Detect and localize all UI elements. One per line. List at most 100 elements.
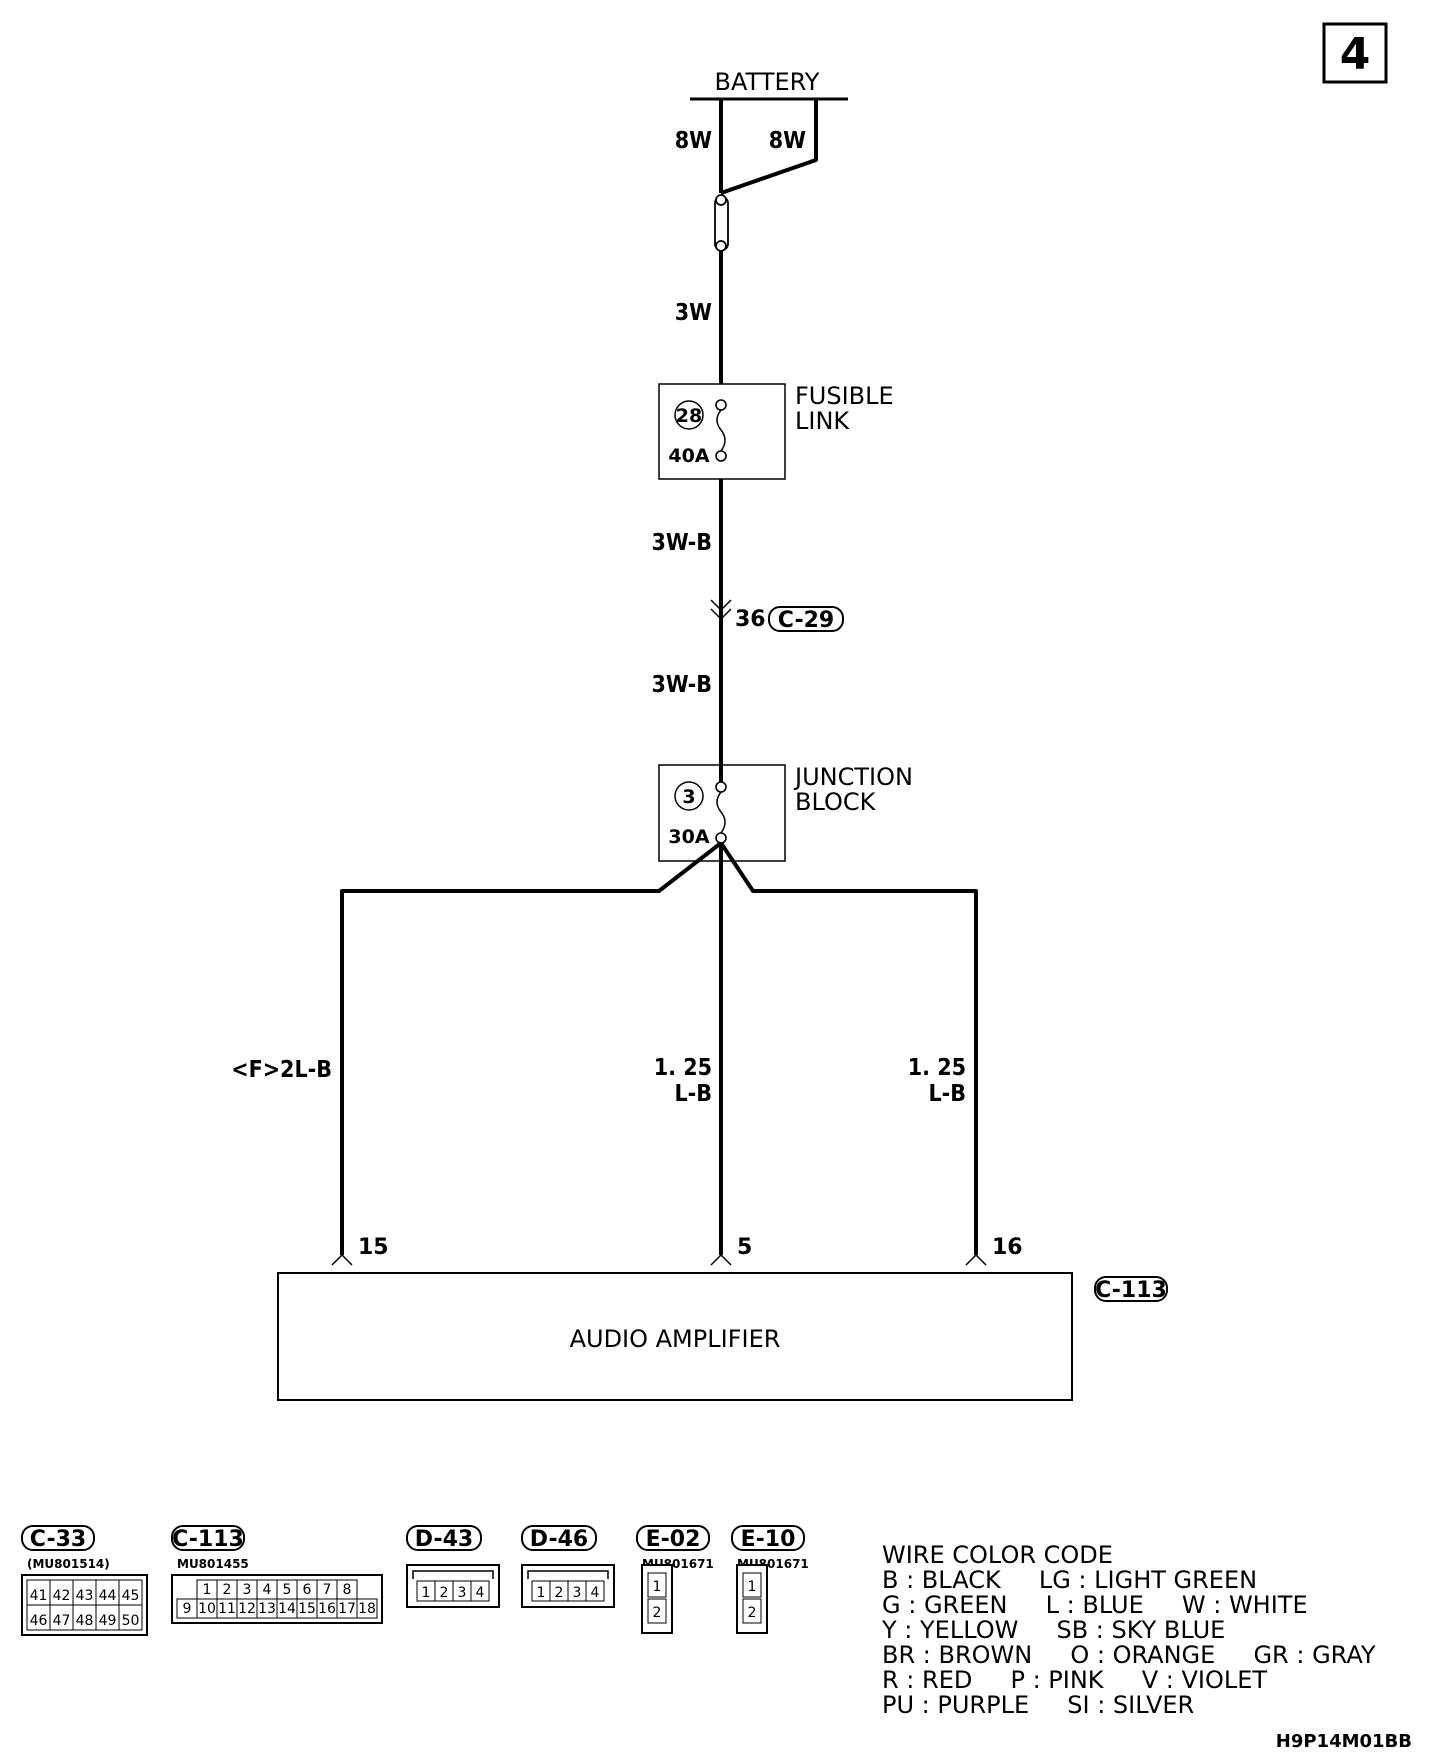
wire-color-code-line-2: G : GREEN L : BLUE W : WHITE	[882, 1591, 1308, 1619]
connector-c-33-name: C-33	[30, 1527, 86, 1552]
battery-wire-left-label: 8W	[675, 128, 712, 154]
connector-e-02-pin-label: 2	[653, 1605, 662, 1621]
connector-c-113-pin-label: 9	[183, 1601, 192, 1617]
branch-right-wire-label-1: 1. 25	[908, 1055, 966, 1081]
connector-c-33-pin-label: 43	[76, 1588, 94, 1604]
connector-c-113-pin-label: 5	[283, 1582, 292, 1598]
wire-color-code-line-1: B : BLACK LG : LIGHT GREEN	[882, 1566, 1257, 1594]
connector-e-10-name: E-10	[741, 1527, 796, 1552]
wire-color-code-line-6: PU : PURPLE SI : SILVER	[882, 1691, 1194, 1719]
connector-c-113-pin-label: 18	[358, 1601, 376, 1617]
connector-c-113-pin-label: 15	[298, 1601, 316, 1617]
connector-d-46-pin-label: 3	[573, 1585, 582, 1601]
amplifier-connector-tag	[1094, 1276, 1168, 1302]
wire-3w-label: 3W	[675, 300, 712, 326]
fusible-link-bottom-node	[715, 450, 727, 462]
pin-16-label: 16	[992, 1235, 1023, 1260]
connector-c-33-pin-label: 50	[122, 1613, 140, 1629]
inline-connector-pin: 36	[735, 607, 766, 632]
junction-block-bottom-node	[715, 832, 727, 844]
connector-e-02-pin-cell	[647, 1572, 667, 1598]
figure-code: H9P14M01BB	[1276, 1731, 1412, 1752]
wire-color-code-line-3: Y : YELLOW SB : SKY BLUE	[881, 1616, 1225, 1644]
connector-c-33-pin-label: 47	[53, 1613, 71, 1629]
pin-15-label: 15	[358, 1235, 389, 1260]
junction-block-label-1: JUNCTION	[793, 763, 913, 791]
fusible-link-number-circle	[674, 400, 704, 430]
connector-d-46-pin-label: 1	[537, 1585, 546, 1601]
connector-e-10-pin-label: 2	[748, 1605, 757, 1621]
fusible-link-label-2: LINK	[795, 407, 850, 435]
fusible-element-bottom-node	[715, 240, 727, 252]
connector-d-46-pin-cell	[585, 1580, 605, 1602]
amplifier-connector-name: C-113	[1095, 1278, 1167, 1303]
fusible-link-number: 28	[676, 405, 702, 427]
connector-c-113-pin-label: 6	[303, 1582, 312, 1598]
connector-e-10-pin-cell	[742, 1598, 762, 1624]
fusible-link-top-node	[715, 399, 727, 411]
connector-c-113-name: C-113	[172, 1527, 244, 1552]
connector-e-02-tag	[636, 1525, 710, 1551]
fusible-link-label-1: FUSIBLE	[795, 382, 894, 410]
junction-block-top-node	[715, 781, 727, 793]
connector-e-02-name: E-02	[646, 1527, 701, 1552]
inline-connector-tag	[768, 606, 844, 632]
connector-d-43-tag	[406, 1525, 482, 1551]
connector-d-43-pin-label: 2	[440, 1585, 449, 1601]
connector-c-113-pin-label: 7	[323, 1582, 332, 1598]
pin-5-label: 5	[737, 1235, 752, 1260]
connector-e-02-pin-cell	[647, 1598, 667, 1624]
connector-c-113-pin-label: 14	[278, 1601, 296, 1617]
connector-c-33-pin-label: 45	[122, 1588, 140, 1604]
page-number-box	[1322, 22, 1388, 84]
audio-amplifier-label: AUDIO AMPLIFIER	[570, 1325, 781, 1353]
connector-c-33-part: (MU801514)	[27, 1557, 110, 1571]
connector-d-46-latch	[527, 1570, 609, 1579]
connector-c-33-pin-label: 49	[99, 1613, 117, 1629]
connector-e-10-tag	[731, 1525, 805, 1551]
connector-c-33-pin-label: 42	[53, 1588, 71, 1604]
branch-right-wire-label-2: L-B	[928, 1081, 966, 1107]
connector-c-33-pin-label: 46	[30, 1613, 48, 1629]
connector-e-10-pin-cell	[742, 1572, 762, 1598]
connector-c-33-pin-cell	[118, 1604, 143, 1631]
connector-d-43-latch	[412, 1570, 494, 1579]
connector-c-113-pin-label: 4	[263, 1582, 272, 1598]
junction-block-fuse	[716, 791, 726, 834]
connector-c-33-tag	[21, 1525, 95, 1551]
connector-e-02-pin-label: 1	[653, 1579, 662, 1595]
fusible-element-top-node	[715, 194, 727, 206]
connector-c-113-part: MU801455	[177, 1557, 249, 1571]
connector-c-113-pin-label: 13	[258, 1601, 276, 1617]
branch-center-wire-label-2: L-B	[674, 1081, 712, 1107]
branch-left-wire-label: <F>2L-B	[231, 1057, 332, 1083]
inline-connector-mark	[710, 599, 732, 621]
connector-d-43-pin-label: 1	[422, 1585, 431, 1601]
connector-e-10-pin-label: 1	[748, 1579, 757, 1595]
connector-c-113-pin-label: 11	[218, 1601, 236, 1617]
branch-wire-left	[340, 841, 723, 1255]
connector-c-33-pin-label: 41	[30, 1588, 48, 1604]
page-number: 4	[1340, 29, 1371, 80]
connector-c-113-pin-label: 8	[343, 1582, 352, 1598]
connector-d-46-pin-label: 2	[555, 1585, 564, 1601]
branch-wire-right	[719, 841, 978, 1255]
connector-d-46-name: D-46	[530, 1527, 588, 1552]
connector-c-113-pin-label: 1	[203, 1582, 212, 1598]
connector-d-43-pin-label: 3	[458, 1585, 467, 1601]
pin-arrow-5	[710, 1253, 732, 1266]
connector-c-33-pin-label: 48	[76, 1613, 94, 1629]
wire-3w-b-upper-label: 3W-B	[651, 530, 712, 556]
battery-wire-right-label: 8W	[769, 128, 806, 154]
pin-arrow-16	[965, 1253, 987, 1266]
connector-c-113-pin-label: 16	[318, 1601, 336, 1617]
audio-amplifier-box	[277, 1272, 1073, 1401]
connector-d-43-name: D-43	[415, 1527, 473, 1552]
wire-color-code-line-5: R : RED P : PINK V : VIOLET	[882, 1666, 1267, 1694]
connector-c-113-tag	[171, 1525, 245, 1551]
fusible-link-fuse	[716, 409, 726, 452]
connector-c-33-pin-label: 44	[99, 1588, 117, 1604]
junction-block-number-circle	[674, 781, 704, 811]
junction-block-label-2: BLOCK	[795, 788, 877, 816]
